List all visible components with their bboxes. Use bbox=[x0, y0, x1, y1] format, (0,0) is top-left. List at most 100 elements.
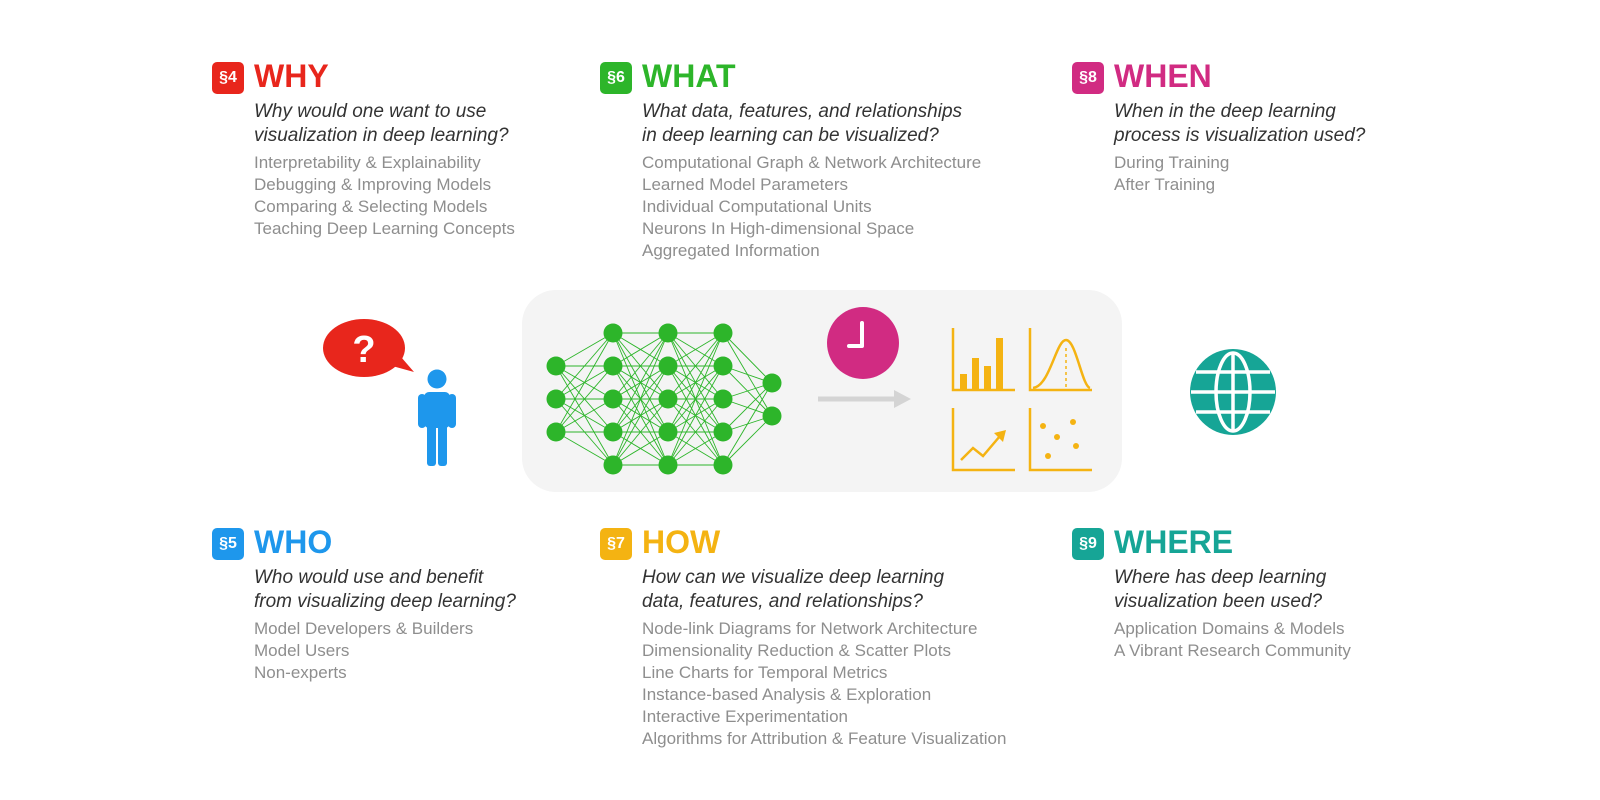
section-how: §7 HOW How can we visualize deep learnin… bbox=[600, 524, 1006, 750]
network-node bbox=[603, 356, 623, 376]
network-node bbox=[713, 323, 733, 343]
network-edge bbox=[667, 398, 724, 466]
list-item: Aggregated Information bbox=[642, 241, 820, 260]
pipeline-panel bbox=[522, 290, 1122, 492]
section-why: §4 WHY Why would one want to use visuali… bbox=[212, 58, 515, 240]
network-edge bbox=[555, 398, 614, 433]
section-badge: §4 bbox=[212, 62, 244, 94]
network-edge bbox=[555, 365, 614, 433]
network-edge bbox=[667, 365, 724, 466]
network-edge bbox=[612, 332, 669, 433]
network-node bbox=[546, 356, 566, 376]
network-edge bbox=[612, 332, 669, 400]
section-title: HOW bbox=[642, 524, 721, 560]
network-edge bbox=[667, 332, 724, 433]
item-list: Node-link Diagrams for Network Architect… bbox=[642, 618, 1006, 750]
section-badge: §6 bbox=[600, 62, 632, 94]
network-node bbox=[713, 356, 733, 376]
section-title: WHO bbox=[254, 524, 333, 560]
section-title: WHERE bbox=[1114, 524, 1234, 560]
chart-thumbnails-icon bbox=[951, 328, 1092, 472]
list-item: Debugging & Improving Models bbox=[254, 175, 492, 194]
network-edge bbox=[722, 382, 773, 466]
list-item: Individual Computational Units bbox=[642, 197, 872, 216]
list-item: Model Users bbox=[254, 641, 350, 660]
network-node bbox=[603, 323, 623, 343]
section-badge: §8 bbox=[1072, 62, 1104, 94]
network-edge bbox=[667, 431, 724, 466]
list-item: Interactive Experimentation bbox=[642, 707, 848, 726]
list-item: Instance-based Analysis & Exploration bbox=[642, 685, 932, 704]
network-node bbox=[713, 422, 733, 442]
network-edge bbox=[612, 332, 669, 466]
scatter-thumbnail bbox=[1028, 408, 1092, 472]
network-node bbox=[603, 455, 623, 475]
arrow-right-icon bbox=[818, 390, 911, 408]
section-what: §6 WHAT What data, features, and relatio… bbox=[600, 58, 981, 262]
list-item: Teaching Deep Learning Concepts bbox=[254, 219, 515, 238]
network-edge bbox=[722, 382, 773, 433]
list-item: Model Developers & Builders bbox=[254, 619, 474, 638]
network-edge bbox=[555, 431, 614, 466]
section-badge: §7 bbox=[600, 528, 632, 560]
question-bubble-icon: ? bbox=[323, 319, 414, 377]
section-question: Where has deep learning visualization be… bbox=[1114, 567, 1327, 612]
network-node bbox=[603, 389, 623, 409]
section-badge: §9 bbox=[1072, 528, 1104, 560]
section-question: Who would use and benefit from visualizi… bbox=[254, 567, 516, 612]
globe-icon bbox=[1190, 349, 1276, 435]
line-chart-thumbnail bbox=[951, 408, 1015, 472]
network-node bbox=[546, 389, 566, 409]
network-edge bbox=[555, 332, 614, 367]
network-node bbox=[762, 406, 782, 426]
network-edge bbox=[667, 332, 724, 367]
list-item: Algorithms for Attribution & Feature Vis… bbox=[642, 729, 1007, 748]
section-when: §8 WHEN When in the deep learning proces… bbox=[1072, 58, 1365, 196]
section-question: Why would one want to use visualization … bbox=[254, 101, 509, 146]
list-item: Comparing & Selecting Models bbox=[254, 197, 488, 216]
list-item: Application Domains & Models bbox=[1114, 619, 1345, 638]
network-edge bbox=[612, 398, 669, 466]
section-question: What data, features, and relationships i… bbox=[642, 101, 963, 146]
network-edge bbox=[722, 415, 773, 466]
network-edge bbox=[612, 431, 669, 466]
list-item: Node-link Diagrams for Network Architect… bbox=[642, 619, 978, 638]
list-item: During Training bbox=[1114, 153, 1230, 172]
network-node bbox=[713, 389, 733, 409]
network-edge bbox=[555, 332, 614, 400]
bar-chart-thumbnail bbox=[951, 328, 1015, 392]
question-mark-glyph: ? bbox=[352, 329, 375, 371]
network-node bbox=[603, 422, 623, 442]
network-node bbox=[713, 455, 733, 475]
network-node bbox=[658, 356, 678, 376]
section-question: How can we visualize deep learning data,… bbox=[642, 567, 945, 612]
network-node bbox=[658, 422, 678, 442]
network-node bbox=[546, 422, 566, 442]
item-list: Computational Graph & Network Architectu… bbox=[642, 152, 981, 262]
list-item: Non-experts bbox=[254, 663, 347, 682]
section-title: WHY bbox=[254, 58, 329, 94]
list-item: Neurons In High-dimensional Space bbox=[642, 219, 915, 238]
network-node bbox=[658, 455, 678, 475]
list-item: Line Charts for Temporal Metrics bbox=[642, 663, 888, 682]
network-node bbox=[762, 373, 782, 393]
network-edge bbox=[722, 332, 773, 384]
network-node bbox=[658, 389, 678, 409]
list-item: Dimensionality Reduction & Scatter Plots bbox=[642, 641, 951, 660]
distribution-thumbnail bbox=[1028, 328, 1092, 392]
section-title: WHAT bbox=[642, 58, 736, 94]
network-edge bbox=[612, 332, 669, 367]
network-edge bbox=[667, 332, 724, 466]
list-item: Learned Model Parameters bbox=[642, 175, 849, 194]
network-edge bbox=[555, 332, 614, 433]
section-where: §9 WHERE Where has deep learning visuali… bbox=[1072, 524, 1351, 662]
list-item: Interpretability & Explainability bbox=[254, 153, 481, 172]
network-edge bbox=[612, 365, 669, 466]
section-badge: §5 bbox=[212, 528, 244, 560]
network-edge bbox=[667, 332, 724, 400]
